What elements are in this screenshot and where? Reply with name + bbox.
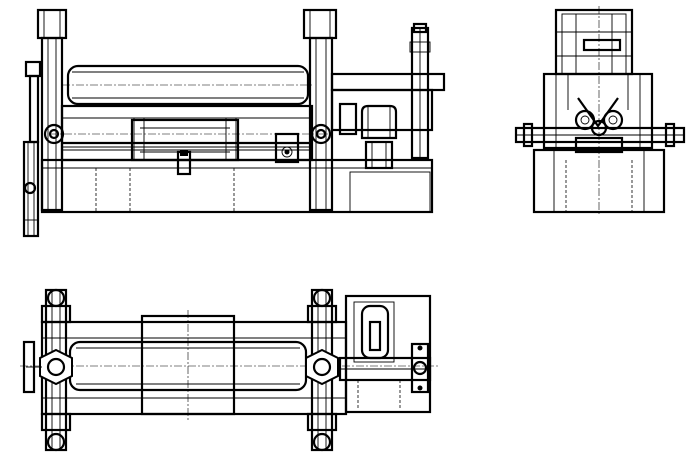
top-left-column	[22, 288, 73, 452]
side-view	[514, 6, 686, 214]
front-view	[22, 8, 446, 238]
front-upper-roller	[62, 64, 314, 106]
top-view	[20, 288, 440, 452]
front-left-column	[36, 8, 68, 212]
top-right-column	[305, 288, 339, 452]
top-drive-unit	[338, 294, 432, 414]
side-housing	[542, 72, 654, 150]
top-right-hex-nut	[305, 348, 339, 386]
front-lower-roller	[130, 118, 240, 162]
front-drive-unit	[330, 22, 446, 170]
top-frame	[40, 320, 348, 416]
front-side-lever	[22, 60, 42, 238]
top-left-hex-nut	[39, 348, 73, 386]
